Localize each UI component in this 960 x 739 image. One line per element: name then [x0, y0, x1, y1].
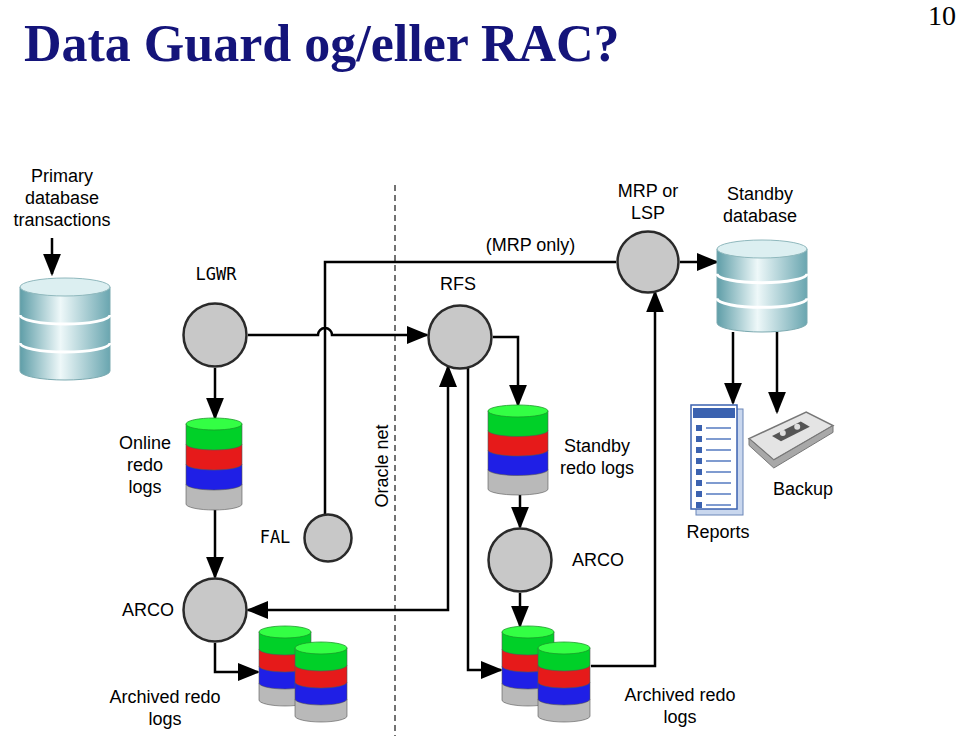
database-cylinder-outline — [20, 278, 110, 380]
edge-label: (MRP only) — [484, 234, 578, 256]
connector — [776, 332, 779, 412]
process-circle: FAL — [303, 513, 353, 563]
archive-log-stack: Archived redo logs — [258, 626, 348, 722]
process-circle: LGWR — [182, 302, 248, 368]
node-label: FAL — [260, 526, 291, 548]
connector — [493, 337, 518, 405]
connector — [248, 328, 427, 335]
connector — [519, 495, 522, 527]
report-icon: Reports — [690, 405, 745, 517]
archive-log-stack: Archived redo logs — [501, 626, 591, 722]
process-circle: RFS — [427, 304, 493, 370]
redo-log-stack: Standby redo logs — [487, 405, 549, 495]
connector — [732, 332, 735, 403]
connector — [591, 292, 655, 666]
process-circle: MRP or LSP — [616, 230, 680, 294]
process-circle-outline — [182, 577, 248, 643]
backup-tape-outline — [745, 410, 835, 462]
node-label: LGWR — [196, 263, 237, 285]
connector — [214, 368, 217, 418]
database-cylinder: Primary database transactions — [20, 278, 110, 380]
page-number: 10 — [928, 0, 956, 32]
slide-title: Data Guard og/eller RAC? — [24, 14, 620, 73]
process-circle-outline — [182, 302, 248, 368]
process-circle-outline — [427, 304, 493, 370]
redo-log-stack-outline — [487, 405, 549, 495]
redo-log-stack: Online redo logs — [185, 418, 243, 510]
process-circle-outline — [616, 230, 680, 294]
node-label: Archived redo logs — [95, 686, 235, 730]
node-label: RFS — [440, 273, 476, 295]
node-label: Online redo logs — [109, 432, 181, 498]
network-label: Oracle net — [372, 424, 393, 507]
database-cylinder-outline — [717, 240, 807, 332]
connector — [214, 510, 217, 577]
report-icon-outline — [690, 405, 745, 517]
node-label: Archived redo logs — [610, 684, 750, 728]
database-cylinder: Standby database — [717, 240, 807, 332]
backup-tape: Backup — [745, 410, 835, 462]
node-label: Reports — [686, 521, 749, 543]
node-label: ARCO — [122, 599, 174, 621]
connector — [215, 643, 258, 672]
node-label: MRP or LSP — [617, 180, 679, 224]
node-label: Standby database — [710, 183, 810, 227]
process-circle-outline — [303, 513, 353, 563]
connector — [680, 261, 717, 264]
node-label: Primary database transactions — [4, 165, 120, 231]
input-arrow — [51, 238, 54, 274]
process-circle: ARCO — [182, 577, 248, 643]
node-label: Standby redo logs — [557, 435, 637, 479]
node-label: ARCO — [572, 549, 624, 571]
node-label: Backup — [773, 478, 833, 500]
redo-log-stack-outline — [185, 418, 243, 510]
connector — [248, 367, 448, 610]
process-circle-outline — [487, 527, 553, 593]
process-circle: ARCO — [487, 527, 553, 593]
archive-log-stack-outline — [258, 626, 348, 722]
connector — [519, 593, 522, 626]
network-divider — [394, 185, 396, 736]
archive-log-stack-outline — [501, 626, 591, 722]
